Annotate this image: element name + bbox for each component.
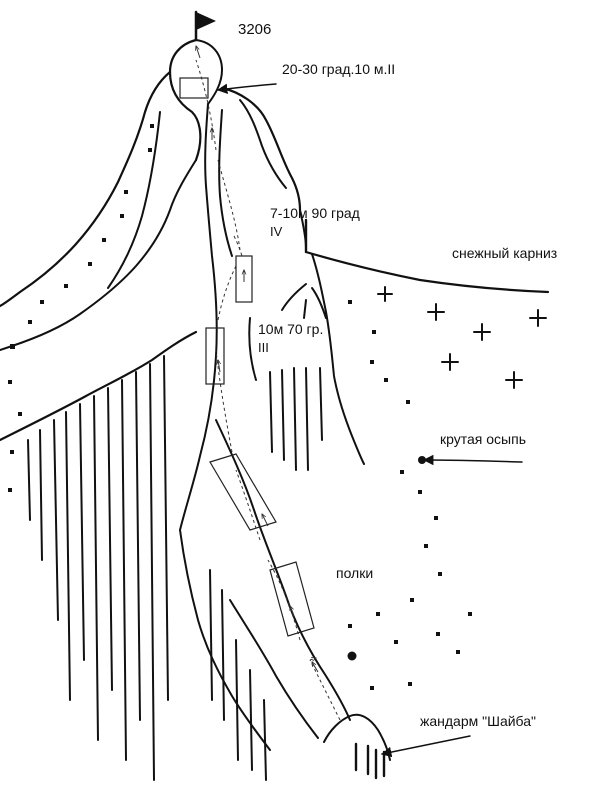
- pitch-box-mid: [205, 327, 225, 385]
- pitch-box-ledge-lower: [269, 561, 315, 637]
- rock-stripes-right: [269, 367, 323, 471]
- summit-height-label: 3206: [238, 21, 271, 38]
- pitch-mid-label: 10м 70 гр.: [258, 321, 323, 337]
- pitch-top-label: 20-30 град.10 м.II: [282, 61, 395, 77]
- pitch-vertical-label: 7-10м 90 град: [270, 205, 360, 221]
- climb-route: [196, 46, 341, 721]
- scree-dots: [8, 124, 472, 690]
- rock-stripes-lower: [209, 569, 386, 781]
- mountain-outline: [0, 38, 550, 761]
- leader-arrows: [216, 83, 523, 758]
- dot-symbol: [418, 456, 426, 464]
- pitch-box-ledge-upper: [209, 453, 277, 531]
- pitch-box-top: [179, 77, 209, 99]
- pitch-mid-grade: III: [258, 340, 269, 355]
- snow-cornice-label: снежный карниз: [452, 245, 557, 261]
- ledges-label: полки: [336, 565, 373, 581]
- snow-plus-symbols: [377, 286, 547, 389]
- flag-icon: [194, 10, 216, 42]
- pitch-boxes: [179, 77, 315, 637]
- steep-scree-label: крутая осыпь: [440, 431, 526, 447]
- pitch-box-vertical: [235, 255, 253, 303]
- gendarme-label: жандарм "Шайба": [420, 713, 536, 729]
- rock-stripes-left: [27, 355, 169, 781]
- pitch-vertical-grade: IV: [270, 224, 283, 239]
